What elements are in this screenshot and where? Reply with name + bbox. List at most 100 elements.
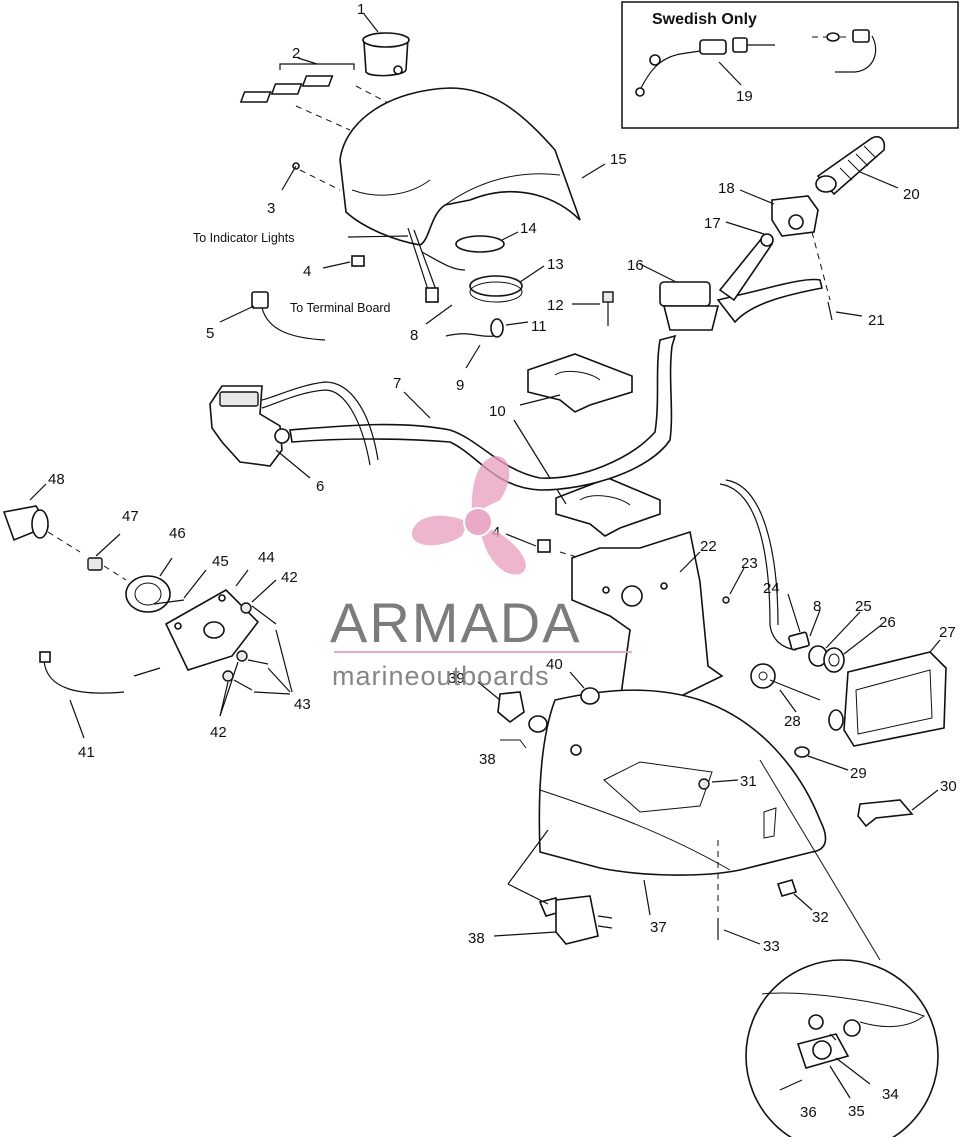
part-nuts-42: [219, 579, 293, 717]
part-ring-38: [528, 715, 548, 733]
part-switch-39: [477, 681, 527, 749]
label-37: 37: [650, 919, 667, 936]
part-throttle-lever: [718, 221, 774, 302]
label-12: 12: [547, 297, 564, 314]
part-clip-4: [322, 255, 365, 269]
label-39: 39: [448, 670, 465, 687]
label-6: 6: [316, 478, 324, 495]
label-1: 1: [357, 1, 365, 18]
label-32: 32: [812, 909, 829, 926]
label-8b: 8: [813, 598, 821, 615]
label-42-lower: 42: [210, 724, 227, 741]
label-38-lower: 38: [468, 930, 485, 947]
label-31: 31: [740, 773, 757, 790]
label-35: 35: [848, 1103, 865, 1120]
label-28: 28: [784, 713, 801, 730]
label-29: 29: [850, 765, 867, 782]
label-46: 46: [169, 525, 186, 542]
part-pod-cover: [339, 87, 606, 246]
part-clamp-top: [519, 353, 633, 413]
part-fittings: [787, 593, 881, 673]
label-44: 44: [258, 549, 275, 566]
note-terminal: To Terminal Board: [290, 301, 391, 315]
propeller-logo: [411, 456, 526, 575]
label-42-upper: 42: [281, 569, 298, 586]
part-grip: [815, 135, 899, 196]
part-clip-4b: [505, 533, 551, 553]
label-9: 9: [456, 377, 464, 394]
label-40: 40: [546, 656, 563, 673]
label-43: 43: [294, 696, 311, 713]
label-8: 8: [410, 327, 418, 344]
part-cable: [719, 479, 797, 651]
label-7: 7: [393, 375, 401, 392]
part-throttle-housing: [739, 189, 819, 237]
label-41: 41: [78, 744, 95, 761]
part-nut-47: [87, 533, 127, 581]
label-34: 34: [882, 1086, 899, 1103]
part-29-30: [794, 746, 939, 828]
inset-title: Swedish Only: [652, 11, 757, 28]
part-bulb: [445, 318, 529, 369]
label-16: 16: [627, 257, 644, 274]
label-26: 26: [879, 614, 896, 631]
part-23: [722, 567, 745, 604]
part-bolt-12: [572, 291, 614, 326]
part-screw-21: [811, 231, 863, 321]
swedish-only-inset: Swedish Only: [621, 1, 959, 129]
watermark-sub: marineoutboards: [332, 661, 550, 691]
label-13: 13: [547, 256, 564, 273]
note-indicator: To Indicator Lights: [193, 231, 294, 245]
label-36: 36: [800, 1104, 817, 1121]
part-indicator-lights: [239, 57, 391, 131]
detail-circle: [745, 759, 939, 1137]
label-20: 20: [903, 186, 920, 203]
label-30: 30: [940, 778, 957, 795]
label-21: 21: [868, 312, 885, 329]
label-33: 33: [763, 938, 780, 955]
label-19: 19: [736, 88, 753, 105]
label-5: 5: [206, 325, 214, 342]
part-ring-46: [125, 557, 173, 613]
label-17: 17: [704, 215, 721, 232]
label-4: 4: [303, 263, 311, 280]
label-25: 25: [855, 598, 872, 615]
label-3: 3: [267, 200, 275, 217]
label-23: 23: [741, 555, 758, 572]
label-2: 2: [292, 45, 300, 62]
label-38-upper: 38: [479, 751, 496, 768]
label-11: 11: [531, 318, 547, 335]
label-15: 15: [610, 151, 627, 168]
part-screw-3: [281, 162, 341, 191]
label-10: 10: [489, 403, 506, 420]
part-clamp-bottom: [513, 419, 661, 537]
part-rings: [455, 231, 545, 303]
callout-labels: 1 2 3 4 5 6 7 8 9 10 11 12 13 14 15 16 1…: [48, 1, 957, 1121]
part-console: [538, 689, 827, 916]
label-14: 14: [520, 220, 537, 237]
label-45: 45: [212, 553, 229, 570]
part-screw-45: [153, 569, 207, 605]
part-switch-38: [493, 829, 613, 945]
part-plate-44: [164, 569, 260, 671]
label-22: 22: [700, 538, 717, 555]
watermark: ARMADA marineoutboards: [330, 456, 632, 691]
label-24: 24: [763, 580, 780, 597]
part-gauge: [362, 13, 410, 77]
part-nut-31: [698, 778, 739, 790]
part-master-cylinder-left: [209, 381, 379, 479]
part-bracket: [559, 530, 724, 718]
part-headlight: [828, 639, 947, 747]
part-handlebar: [289, 334, 677, 491]
part-ring-40: [569, 671, 600, 705]
part-knob-48: [2, 483, 81, 553]
part-32: [776, 879, 813, 911]
watermark-brand: ARMADA: [330, 591, 582, 654]
part-wiring-8: [407, 227, 466, 325]
label-48: 48: [48, 471, 65, 488]
label-18: 18: [718, 180, 735, 197]
label-47: 47: [122, 508, 139, 525]
label-27: 27: [939, 624, 956, 641]
part-sprocket: [750, 663, 821, 713]
